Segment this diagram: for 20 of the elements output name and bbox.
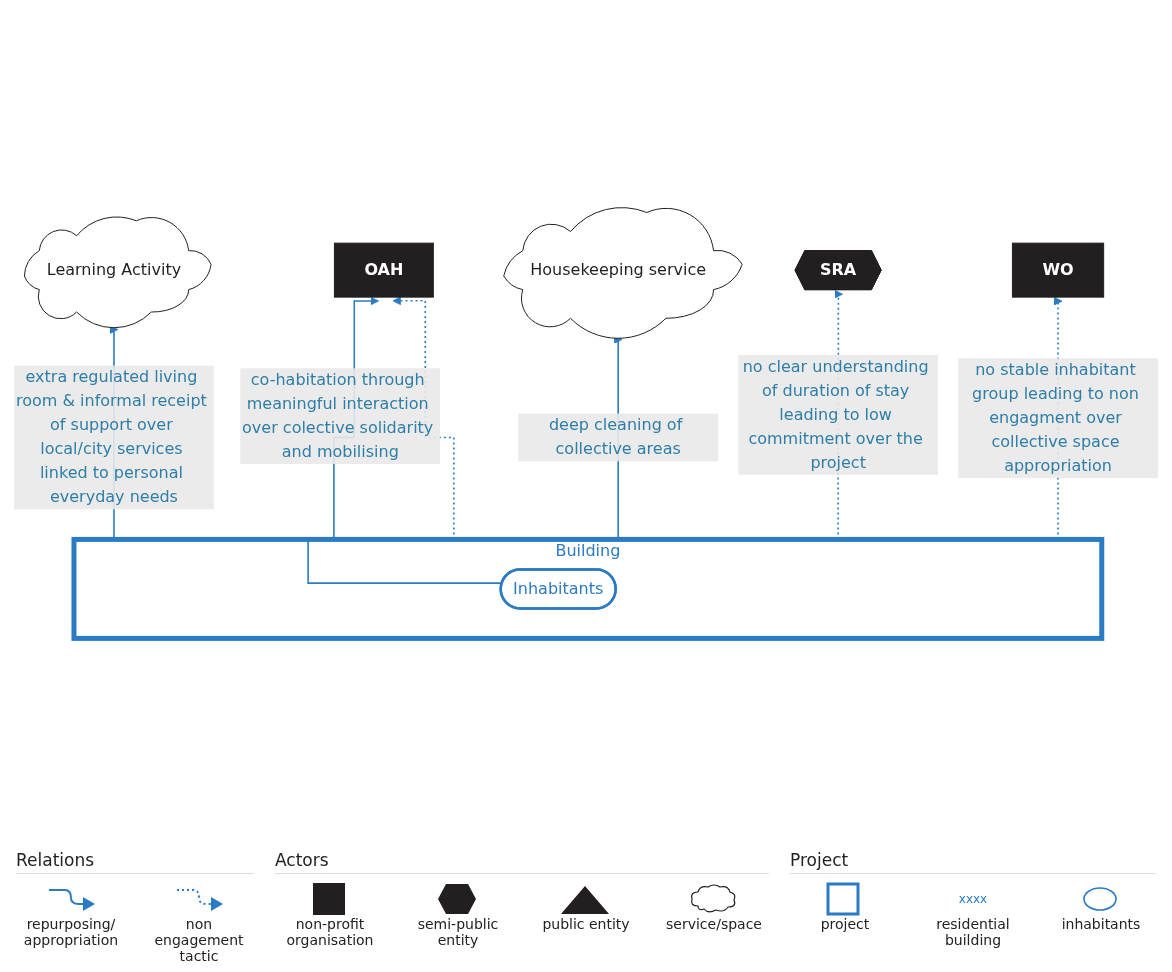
edge-label: no stable inhabitant group leading to non engagment over collective space appropriation [972, 360, 1139, 476]
edge-label: co-habitation through meaningful interaction over colective solidarity and mobilising [242, 370, 434, 462]
legend-heading: Project [790, 850, 1156, 874]
legend-sample-text: xxxx [958, 891, 988, 908]
legend-label: non engagement tactic [153, 916, 245, 964]
legend-heading: Actors [275, 850, 769, 874]
legend-label: project [820, 916, 870, 932]
legend-label: inhabitants [1061, 916, 1141, 932]
node-box: OAH [333, 242, 434, 298]
edge-label: deep cleaning of collective areas [548, 415, 683, 459]
legend-label: residential building [935, 916, 1011, 948]
edge-label: no clear understanding of duration of stay leading to low commitment over the project [742, 356, 929, 472]
legend-label: public entity [542, 916, 630, 932]
legend-heading: Relations [16, 850, 254, 874]
edge-label: extra regulated living room & informal receipt of support over local/city services linked to personal everyday needs [16, 367, 207, 507]
legend-label: non-profit organisation [285, 916, 375, 948]
legend-label: semi-public entity [416, 916, 500, 948]
node-box: WO [1011, 242, 1105, 298]
legend-label: service/space [666, 916, 762, 932]
legend-label: repurposing/ appropriation [22, 916, 120, 948]
